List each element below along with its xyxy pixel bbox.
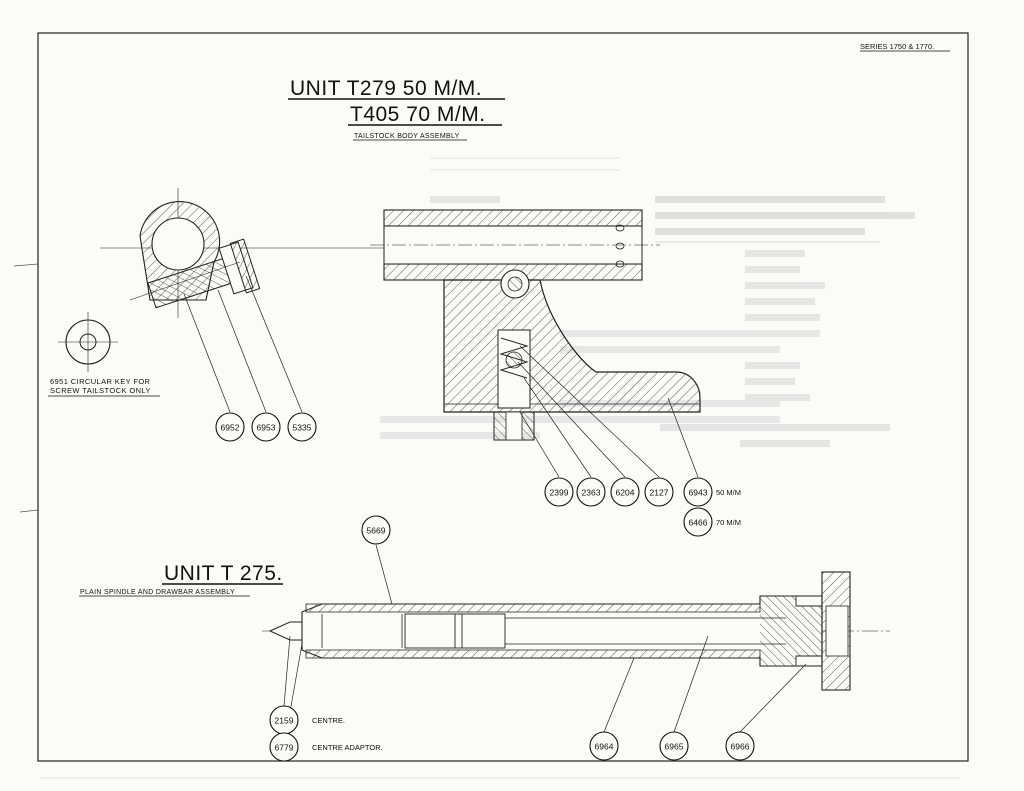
balloon-label: 6204 — [616, 487, 635, 497]
spindle-section — [262, 571, 890, 691]
balloon-6952 — [215, 412, 245, 442]
balloon-6779 — [269, 732, 299, 762]
circular-key-detail — [58, 312, 118, 372]
tailstock-subtitle: TAILSTOCK BODY ASSEMBLY — [354, 133, 460, 140]
balloon-label: 6943 — [689, 487, 708, 497]
balloon-label: 6964 — [595, 741, 614, 751]
sheet-border — [37, 32, 969, 762]
balloon-label: 2363 — [582, 487, 601, 497]
balloon-label: 6952 — [221, 422, 240, 432]
key-note-line2: SCREW TAILSTOCK ONLY — [50, 386, 151, 395]
balloon-6943 — [683, 477, 713, 507]
balloon-label: 5669 — [367, 525, 386, 535]
balloon-2363 — [576, 477, 606, 507]
balloon-2127 — [644, 477, 674, 507]
key-note-line1: 6951 CIRCULAR KEY FOR — [50, 377, 151, 386]
balloon-label: 6953 — [257, 422, 276, 432]
balloon-label: 2159 — [275, 715, 294, 725]
balloon-6965 — [659, 731, 689, 761]
balloon-6964 — [589, 731, 619, 761]
spindle-balloons: 5669 2159 CENTRE. 6779 CENTRE ADAPTOR. 6… — [269, 515, 755, 762]
balloon-6953 — [251, 412, 281, 442]
balloon-5669 — [361, 515, 391, 545]
spindle-title: UNIT T 275. — [164, 562, 283, 585]
leader-lines-upper — [183, 275, 699, 478]
balloon-label: 2399 — [550, 487, 569, 497]
size-note-50mm: 50 M/M — [716, 488, 741, 497]
balloon-label: 2127 — [650, 487, 669, 497]
balloon-6204 — [610, 477, 640, 507]
scan-mark — [13, 263, 39, 267]
tailstock-title-line1: UNIT T279 50 M/M. — [290, 77, 482, 100]
scan-mark — [19, 509, 39, 513]
leader-lines-lower — [283, 544, 807, 747]
size-note-70mm: 70 M/M — [716, 518, 741, 527]
balloon-5335 — [287, 412, 317, 442]
tailstock-balloons: 6952 6953 5335 2399 2363 6204 2127 6943 … — [215, 412, 741, 537]
balloon-label: 6966 — [731, 741, 750, 751]
spindle-subtitle: PLAIN SPINDLE AND DRAWBAR ASSEMBLY — [80, 589, 235, 596]
clamp-end-view — [100, 188, 390, 318]
callout-centre-adaptor: CENTRE ADAPTOR. — [312, 743, 383, 752]
balloon-label: 6965 — [665, 741, 684, 751]
callout-centre: CENTRE. — [312, 716, 345, 725]
balloon-label: 6466 — [689, 517, 708, 527]
balloon-label: 5335 — [293, 422, 312, 432]
series-label: SERIES 1750 & 1770. — [860, 42, 934, 51]
balloon-6466 — [683, 507, 713, 537]
balloon-label: 6779 — [275, 742, 294, 752]
balloon-2399 — [544, 477, 574, 507]
tailstock-body-section — [370, 209, 701, 441]
balloon-6966 — [725, 731, 755, 761]
tailstock-title-line2: T405 70 M/M. — [350, 103, 486, 126]
